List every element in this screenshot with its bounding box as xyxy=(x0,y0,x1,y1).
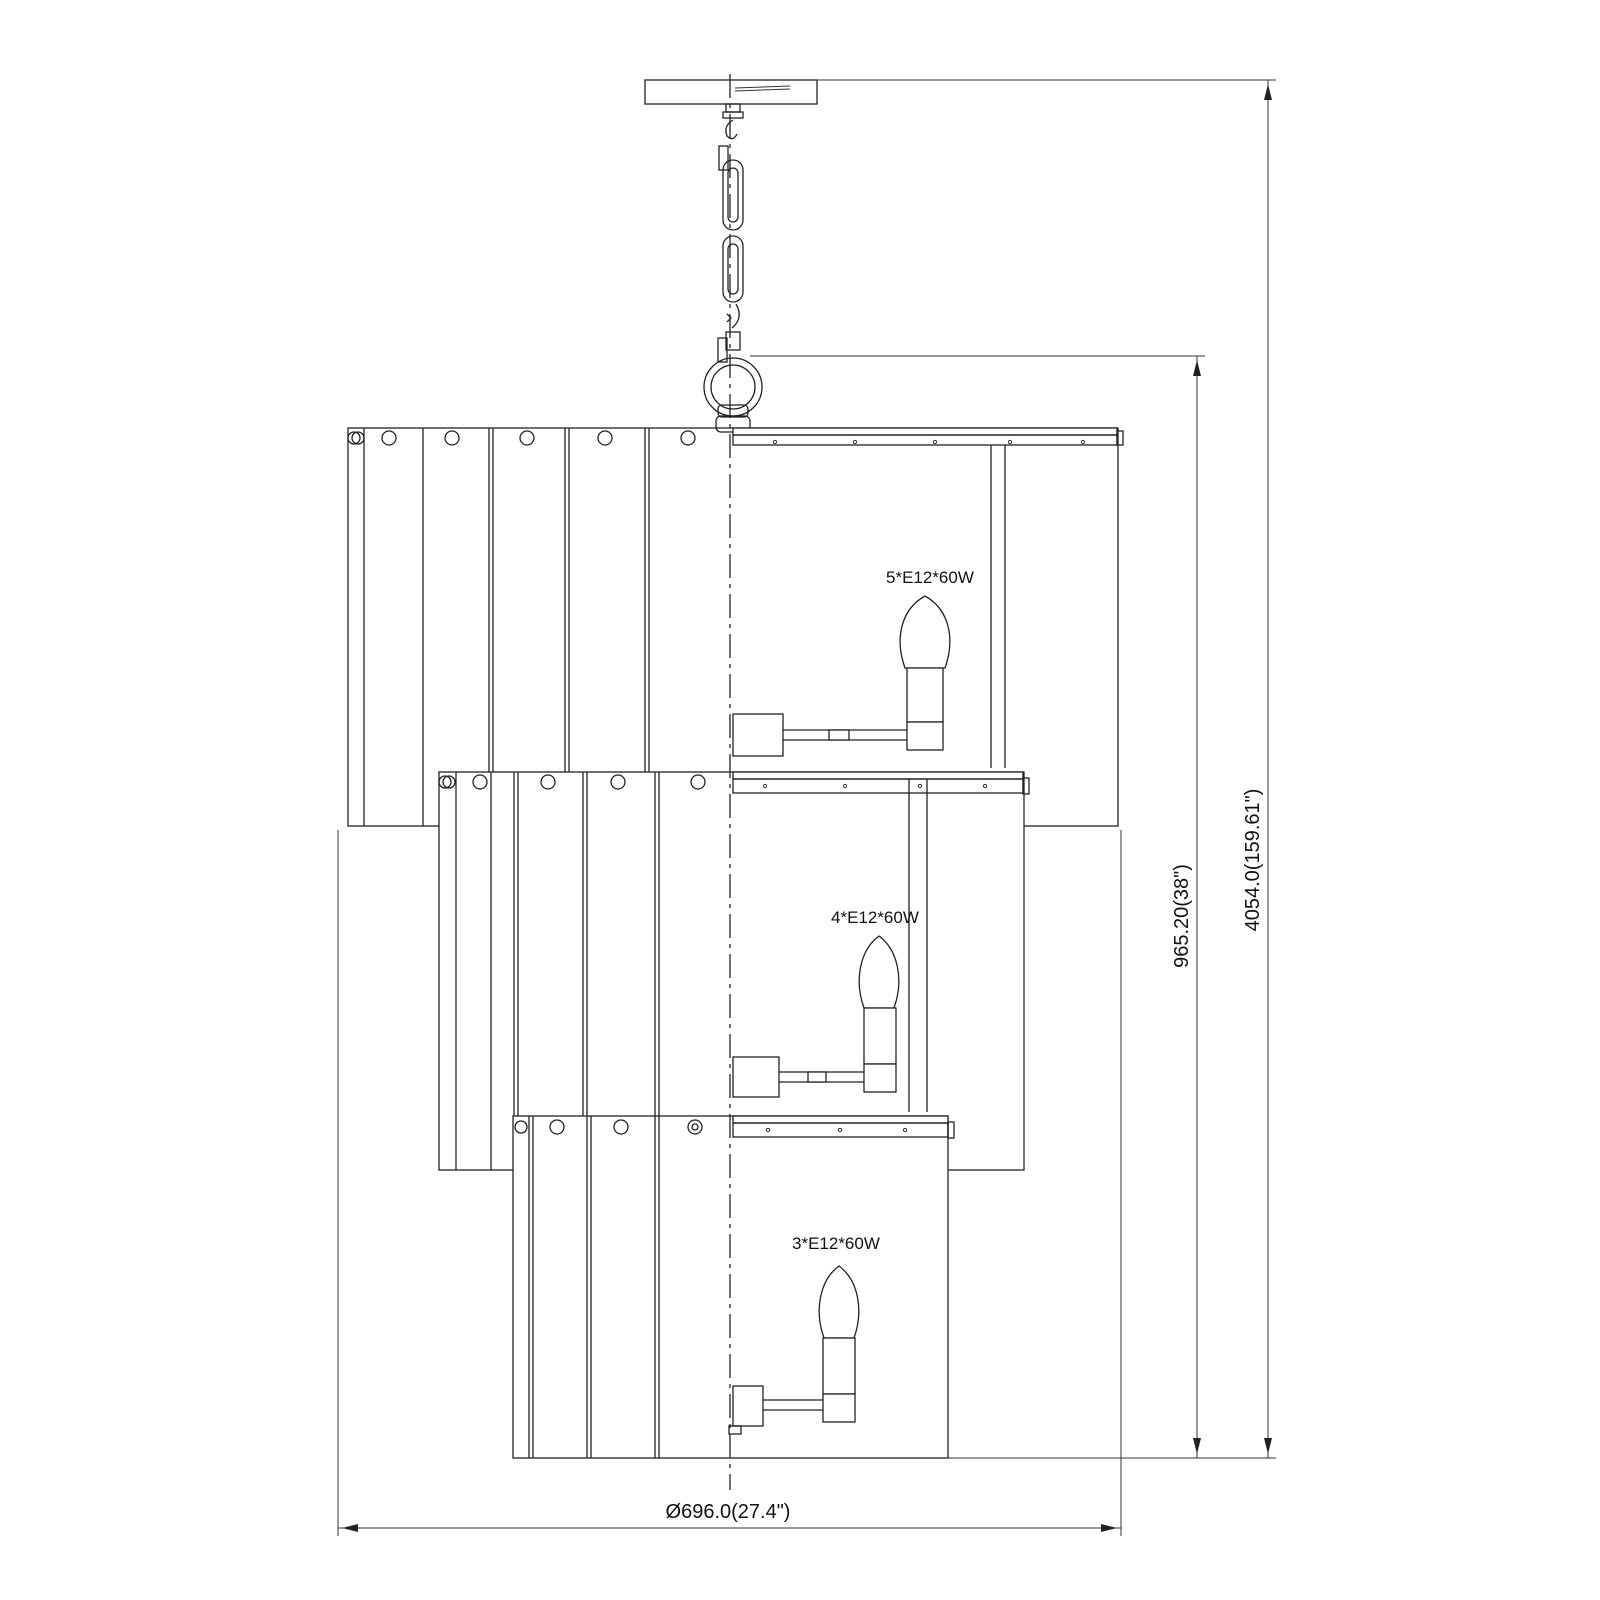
overall-height-label: 4054.0(159.61") xyxy=(1242,789,1264,932)
diameter-label: Ø696.0(27.4") xyxy=(666,1501,791,1523)
body-height-dimension xyxy=(750,355,1205,1458)
tier-middle-socket xyxy=(732,935,900,1098)
tier-middle-bulb-label: 4*E12*60W xyxy=(831,908,919,927)
diameter-dimension xyxy=(337,830,1122,1536)
tier-bottom-bulb-label: 3*E12*60W xyxy=(792,1234,880,1253)
hanging-chain xyxy=(717,119,744,363)
loop-ring xyxy=(703,357,763,433)
ceiling-canopy xyxy=(644,79,818,119)
tier-top-socket xyxy=(732,595,951,757)
overall-height-dimension xyxy=(817,79,1276,1459)
body-height-label: 965.20(38") xyxy=(1171,864,1193,968)
tier-bottom-socket xyxy=(728,1265,860,1435)
tier-top-shade xyxy=(347,427,1124,827)
tier-middle-shade xyxy=(438,771,1030,1171)
tier-top-bulb-label: 5*E12*60W xyxy=(886,568,974,587)
